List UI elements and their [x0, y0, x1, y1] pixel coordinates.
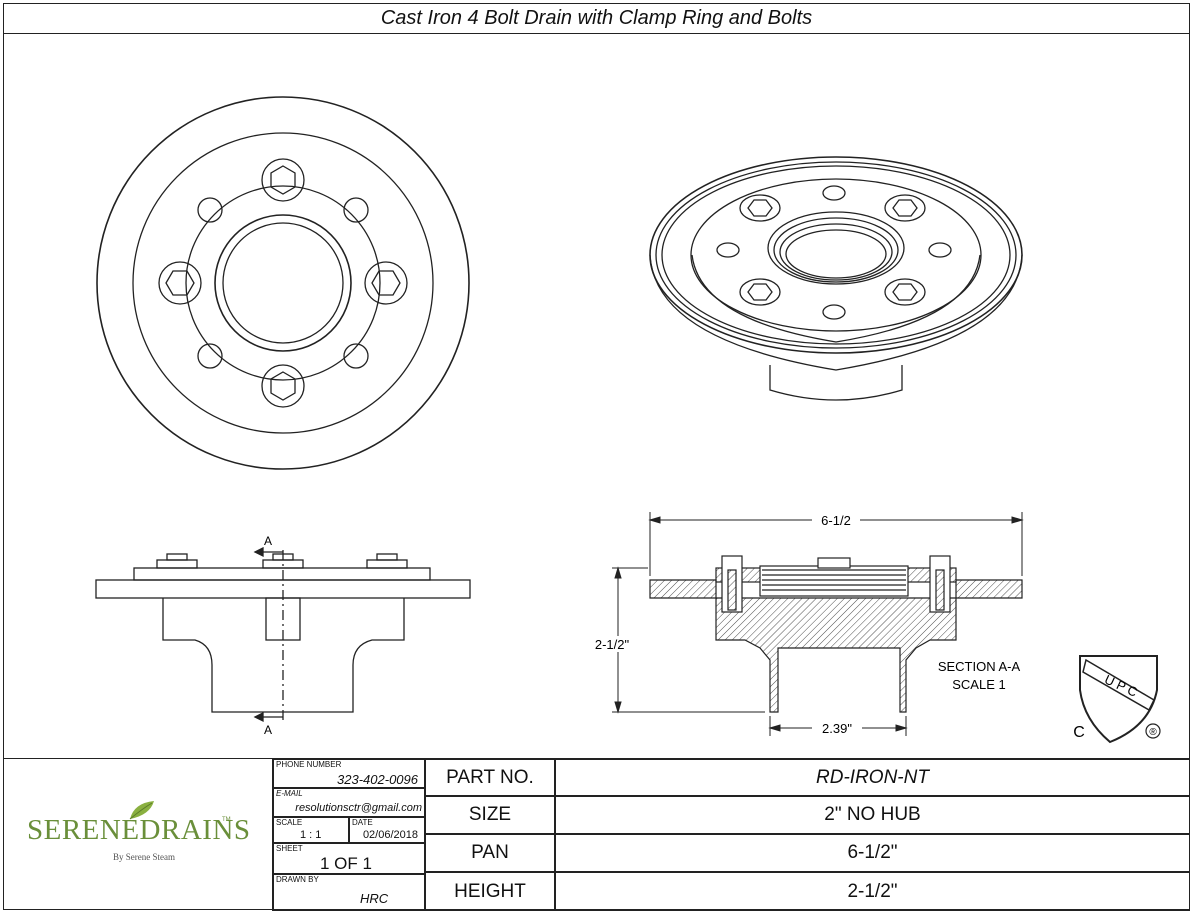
section-marker-bottom: A	[264, 723, 272, 737]
spec-label-size: SIZE	[425, 796, 555, 834]
phone-value: 323-402-0096	[337, 772, 418, 787]
spec-label-pan: PAN	[425, 834, 555, 872]
registered-icon	[1145, 723, 1161, 739]
email-cell: E-MAIL resolutionsctr@gmail.com	[273, 788, 425, 817]
logo-tagline: By Serene Steam	[113, 852, 175, 862]
sheet-label: SHEET	[276, 844, 303, 853]
logo-panel: SERENEDRAINS TM By Serene Steam	[3, 759, 273, 911]
weep-hole	[197, 197, 223, 223]
spec-value-height: 2-1/2"	[555, 872, 1190, 911]
section-scale: SCALE 1	[952, 677, 1005, 692]
spec-label-part: PART NO.	[425, 759, 555, 796]
technical-views: A A	[95, 96, 1161, 744]
isometric-view	[649, 156, 1023, 401]
scale-value: 1 : 1	[300, 829, 322, 841]
section-label: SECTION A-A	[938, 659, 1021, 674]
phone-cell: PHONE NUMBER 323-402-0096	[273, 759, 425, 788]
bolt-head-iso	[739, 194, 781, 222]
drawn-by-value: HRC	[360, 891, 389, 906]
date-value: 02/06/2018	[362, 829, 418, 841]
top-view	[96, 96, 470, 470]
date-cell: DATE 02/06/2018	[349, 817, 425, 843]
reg-mark: ®	[1149, 727, 1157, 738]
scale-cell: SCALE 1 : 1	[273, 817, 349, 843]
bolt-head-iso	[884, 194, 926, 222]
weep-hole	[197, 343, 223, 369]
scale-label: SCALE	[276, 818, 303, 827]
phone-label: PHONE NUMBER	[276, 760, 342, 769]
drawn-by-cell: DRAWN BY HRC	[273, 874, 425, 911]
bolt-head-iso	[739, 278, 781, 306]
leaf-icon	[129, 801, 154, 820]
weep-hole	[343, 343, 369, 369]
bolt-head-left	[158, 261, 202, 305]
upc-shield-icon	[1079, 655, 1158, 744]
drawn-by-label: DRAWN BY	[276, 875, 319, 884]
upc-text: U P C	[1102, 672, 1140, 700]
email-label: E-MAIL	[276, 789, 303, 798]
section-marker-top: A	[264, 534, 272, 548]
weep-hole	[343, 197, 369, 223]
section-view	[649, 555, 1023, 713]
title-block: SERENEDRAINS TM By Serene Steam PHONE NU…	[3, 758, 1190, 911]
email-value: resolutionsctr@gmail.com	[295, 802, 422, 814]
bolt-head-top	[261, 158, 305, 202]
spec-value-size: 2" NO HUB	[555, 796, 1190, 834]
spec-value-part: RD-IRON-NT	[555, 759, 1190, 796]
logo-tm: TM	[222, 817, 231, 823]
dim-height-label: 2-1/2"	[595, 637, 630, 652]
bolt-head-right	[364, 261, 408, 305]
c-mark: C	[1073, 724, 1085, 741]
bolt-head-iso	[884, 278, 926, 306]
dim-outlet-label: 2.39"	[822, 721, 852, 736]
sheet-cell: SHEET 1 OF 1	[273, 843, 425, 874]
spec-value-pan: 6-1/2"	[555, 834, 1190, 872]
bolt-head-bottom	[261, 364, 305, 408]
date-label: DATE	[352, 818, 373, 827]
spec-label-height: HEIGHT	[425, 872, 555, 911]
logo-wordmark: SERENEDRAINS	[27, 814, 251, 846]
sheet-value: 1 OF 1	[320, 854, 372, 873]
dim-width-label: 6-1/2	[821, 513, 851, 528]
front-view	[95, 546, 471, 723]
